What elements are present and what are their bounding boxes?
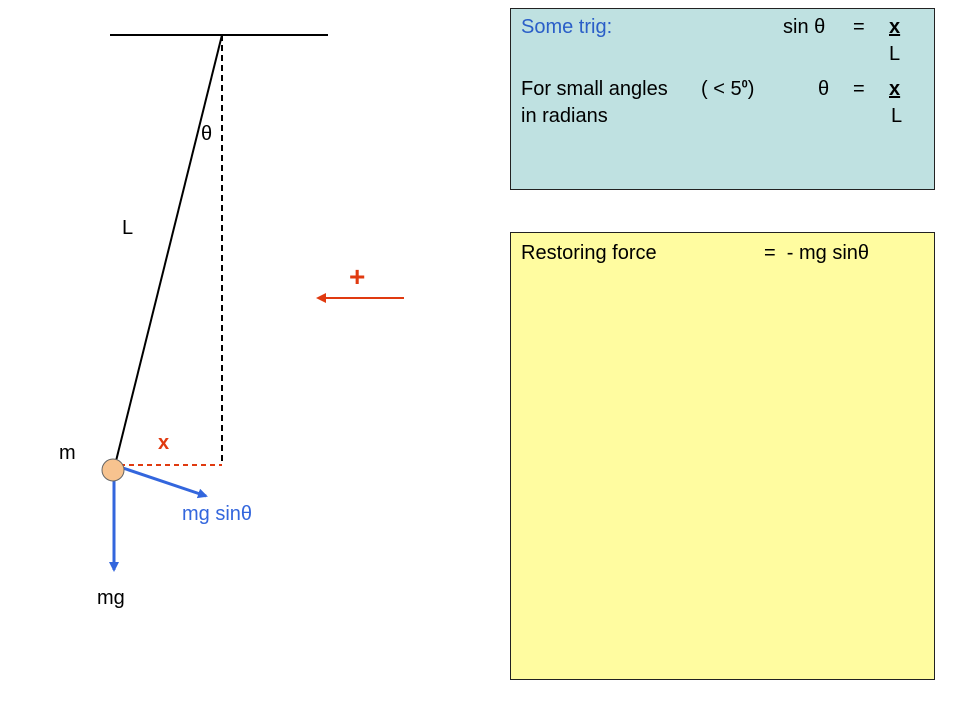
weight-label: mg (97, 587, 125, 609)
fraction-denominator: L (889, 43, 901, 65)
theta-term: θ (818, 78, 830, 100)
sin-theta-term: sin θ (783, 16, 826, 38)
positive-direction-label: + (349, 261, 366, 292)
displacement-label: x (158, 432, 170, 454)
tangential-force-label: mg sinθ (182, 503, 253, 525)
pendulum-bob (101, 458, 125, 482)
length-label: L (122, 217, 134, 239)
mass-label: m (59, 442, 76, 464)
small-angle-text: For small angles (521, 78, 668, 100)
tangential-force-arrow (119, 465, 208, 499)
equals-sign: = (853, 16, 865, 38)
small-angle-condition: ( < 50) (701, 78, 755, 100)
fraction-numerator: x (889, 16, 901, 38)
trig-box: Some trig: sin θ = x L For small angles … (510, 8, 935, 190)
radians-note: in radians (521, 105, 608, 127)
equals-sign: = (853, 78, 865, 100)
fraction-numerator: x (889, 78, 901, 100)
restoring-force-equation: = - mg sinθ (764, 242, 870, 264)
trig-title: Some trig: (521, 16, 613, 38)
pendulum-string (114, 34, 223, 466)
fraction-denominator: L (891, 105, 903, 127)
restoring-force-label: Restoring force (521, 242, 657, 264)
theta-label: θ (201, 123, 213, 145)
restoring-force-box: Restoring force = - mg sinθ (510, 232, 935, 680)
